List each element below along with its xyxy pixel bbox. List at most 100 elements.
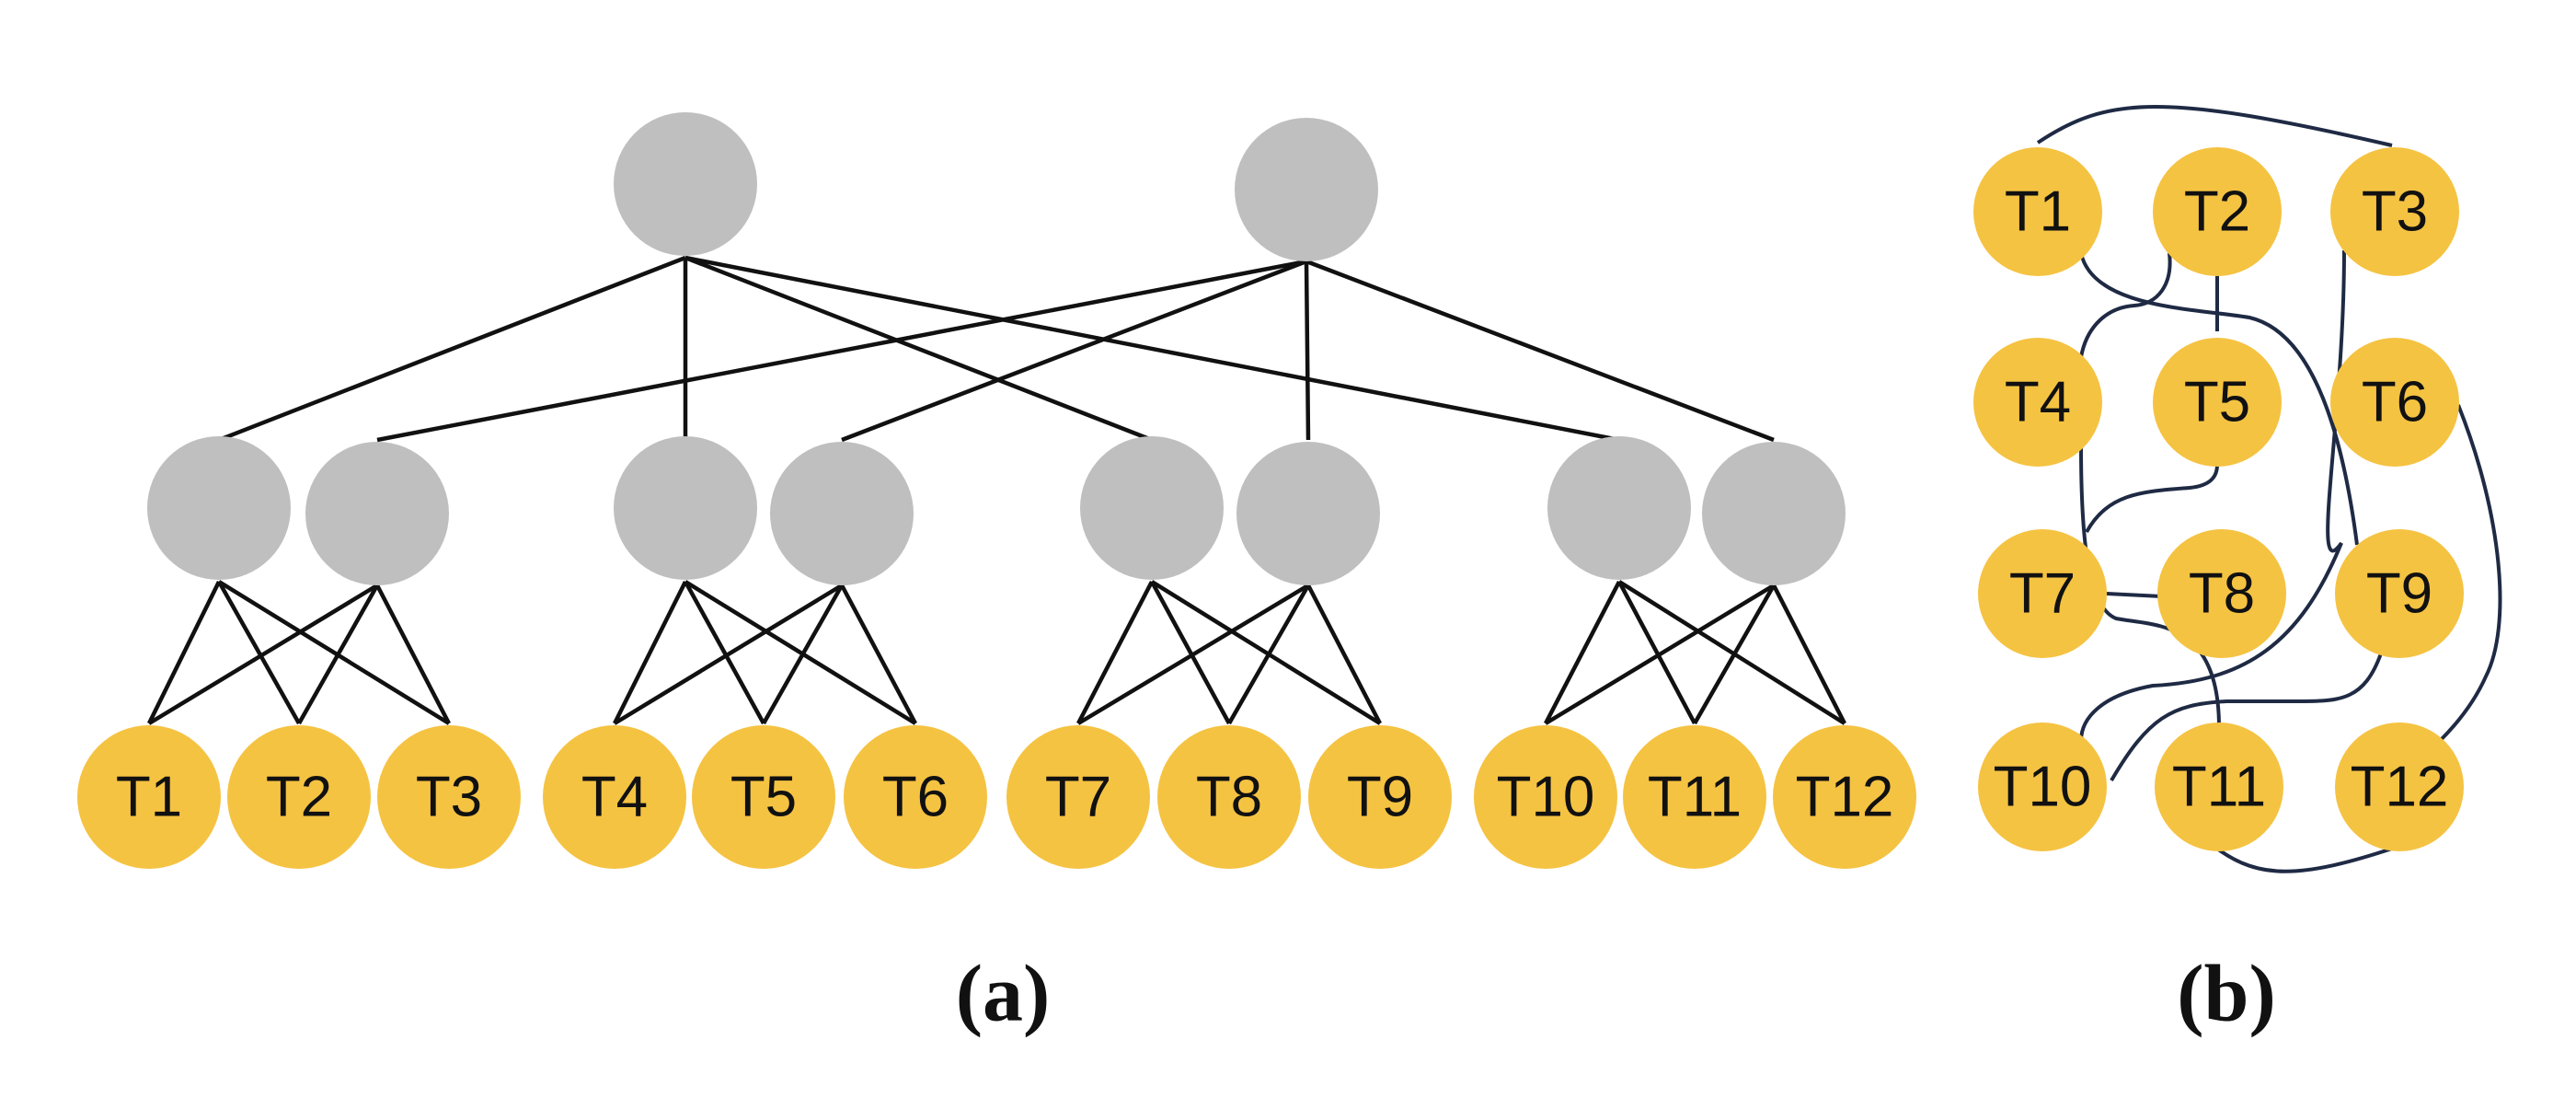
- terminal-label: T8: [1196, 766, 1262, 829]
- edge: [1305, 259, 1775, 443]
- terminal-label: T10: [1994, 756, 2092, 819]
- terminal-node: T10: [1474, 725, 1617, 869]
- terminal-label: T7: [2009, 562, 2076, 626]
- terminal-label: T7: [1045, 766, 1111, 829]
- terminal-node: T2: [2153, 147, 2282, 276]
- edge: [147, 584, 379, 725]
- terminal-circle: [1474, 725, 1617, 869]
- edge: [1693, 584, 1776, 725]
- terminal-circle: [1773, 725, 1916, 869]
- terminal-node: T5: [2153, 338, 2282, 467]
- middle-switch-node: [1080, 436, 1224, 580]
- edge: [613, 584, 844, 725]
- terminal-node: T3: [377, 725, 521, 869]
- wire-t9-t10: [2110, 653, 2383, 782]
- edge: [684, 580, 917, 725]
- edge: [1306, 584, 1382, 725]
- edge: [297, 584, 379, 725]
- terminal-circle: [2153, 147, 2282, 276]
- terminal-label: T4: [2005, 371, 2071, 434]
- terminal-circle: [844, 725, 987, 869]
- terminal-circle: [1157, 725, 1301, 869]
- top-switch-node: [1235, 118, 1378, 261]
- panel-b-caption: (b): [2177, 950, 2276, 1039]
- panel-a-top-switches: [614, 112, 1378, 261]
- edge: [1771, 584, 1847, 725]
- terminal-label: T11: [2172, 756, 2266, 819]
- terminal-circle: [1006, 725, 1150, 869]
- terminal-node: T8: [2157, 529, 2286, 658]
- wire-t1-t3: [2036, 105, 2393, 147]
- middle-switch-node: [1702, 442, 1846, 585]
- panel-b-terminals: T1 T2 T3 T4 T5 T6: [1973, 147, 2464, 851]
- terminal-circle: [1623, 725, 1766, 869]
- middle-switch-node: [1236, 442, 1380, 585]
- wire-t6-t12: [2438, 404, 2502, 743]
- middle-switch-node: [770, 442, 914, 585]
- wire-t2-t4: [2079, 252, 2172, 358]
- terminal-node: T9: [2335, 529, 2464, 658]
- terminal-node: T8: [1157, 725, 1301, 869]
- terminal-node: T6: [2330, 338, 2459, 467]
- middle-switch-node: [147, 436, 291, 580]
- panel-a-top-edges: [218, 255, 1775, 443]
- wire-t4-t11: [2079, 445, 2221, 728]
- terminal-circle: [377, 725, 521, 869]
- terminal-circle: [2335, 722, 2464, 851]
- terminal-circle: [543, 725, 686, 869]
- edge: [1544, 580, 1621, 725]
- terminal-label: T3: [2362, 180, 2428, 244]
- terminal-node: T6: [844, 725, 987, 869]
- terminal-circle: [77, 725, 221, 869]
- panel-a-terminals: T1 T2 T3 T4 T5 T6: [77, 725, 1916, 869]
- edge: [146, 581, 222, 724]
- terminal-circle: [692, 725, 835, 869]
- terminal-node: T9: [1308, 725, 1452, 869]
- terminal-label: T1: [116, 766, 182, 829]
- edge: [217, 580, 451, 725]
- terminal-circle: [2153, 338, 2282, 467]
- terminal-node: T11: [1623, 725, 1766, 869]
- edge: [1544, 584, 1776, 725]
- edge: [684, 580, 765, 725]
- terminal-circle: [2157, 529, 2286, 658]
- wire-t3-t10: [2079, 249, 2346, 742]
- terminal-label: T6: [882, 766, 949, 829]
- terminal-node: T7: [1006, 725, 1150, 869]
- wire-t7-t8: [2106, 592, 2163, 598]
- edge: [1617, 580, 1696, 725]
- terminal-node: T1: [1973, 147, 2102, 276]
- terminal-label: T5: [2184, 371, 2250, 434]
- terminal-node: T3: [2330, 147, 2459, 276]
- edge: [612, 580, 688, 725]
- middle-switch-node: [1547, 436, 1691, 580]
- edge: [375, 584, 451, 725]
- terminal-label: T10: [1497, 766, 1595, 829]
- terminal-label: T11: [1648, 766, 1742, 829]
- terminal-circle: [1308, 725, 1452, 869]
- edge: [684, 255, 1620, 443]
- terminal-label: T3: [416, 766, 482, 829]
- middle-switch-node: [305, 442, 449, 585]
- terminal-label: T9: [2366, 562, 2432, 626]
- terminal-label: T12: [2351, 756, 2449, 819]
- terminal-node: T10: [1978, 722, 2107, 851]
- edge: [762, 584, 844, 725]
- edge: [376, 259, 1307, 443]
- terminal-label: T8: [2189, 562, 2255, 626]
- edge: [1150, 580, 1382, 725]
- terminal-label: T9: [1347, 766, 1413, 829]
- wire-t1-t9: [2079, 252, 2359, 546]
- edge: [217, 580, 301, 725]
- terminal-node: T5: [692, 725, 835, 869]
- terminal-label: T2: [2184, 180, 2250, 244]
- edge: [1617, 580, 1846, 725]
- edge: [841, 259, 1307, 443]
- terminal-node: T11: [2155, 722, 2283, 851]
- edge: [684, 255, 1153, 443]
- terminal-label: T5: [730, 766, 797, 829]
- edge: [1304, 260, 1311, 441]
- terminal-node: T7: [1978, 529, 2107, 658]
- terminal-node: T12: [1773, 725, 1916, 869]
